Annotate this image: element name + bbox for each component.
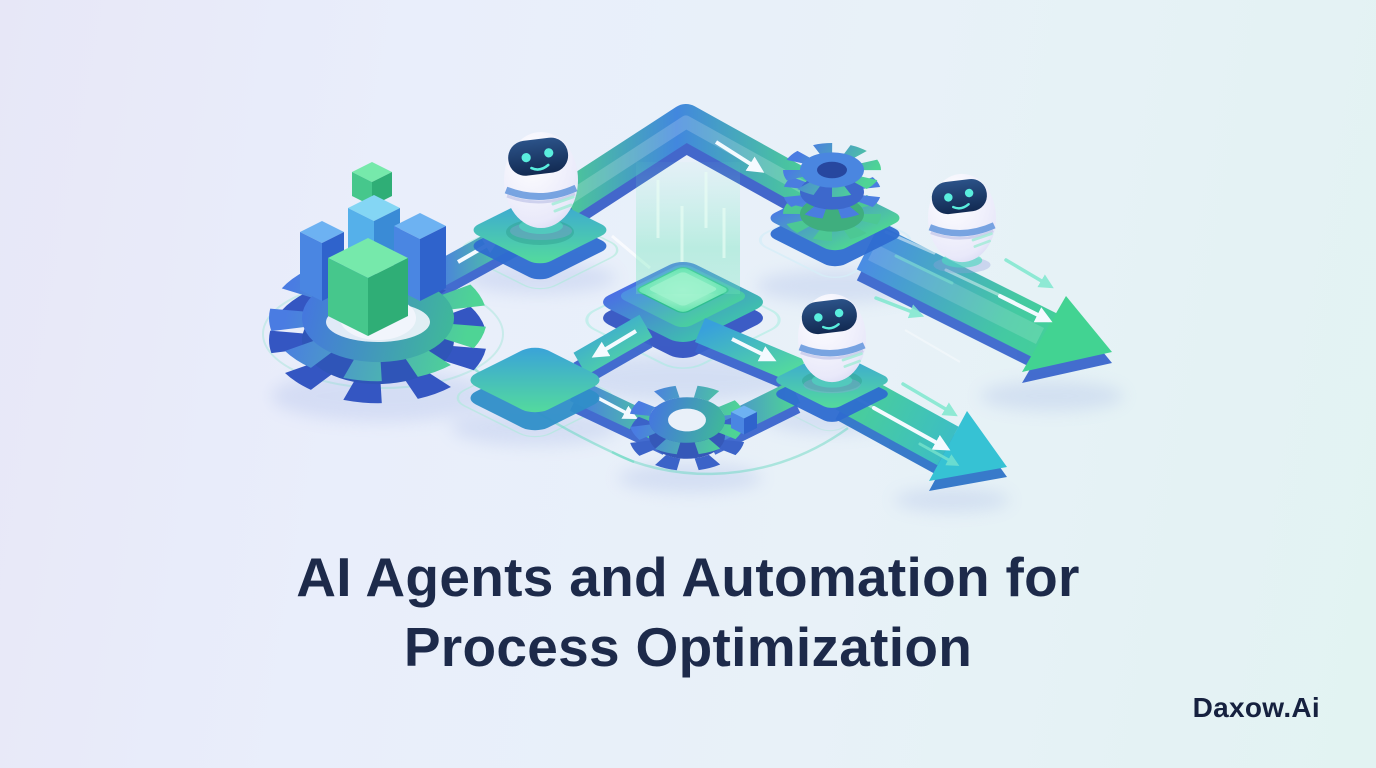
headline: AI Agents and Automation for Process Opt…: [0, 542, 1376, 682]
brand-logo: Daxow.Ai: [1192, 692, 1320, 723]
headline-line2: Process Optimization: [403, 616, 973, 678]
stacked-gears-icon: [770, 143, 900, 267]
data-cubes: [300, 162, 446, 336]
flow-ribbon-icon: [556, 104, 821, 228]
data-cube-icon: [731, 405, 757, 435]
big-flow-arrow-icon: [856, 224, 1112, 383]
gear-with-data-cubes-icon: [269, 162, 487, 404]
process-slab-icon: [470, 347, 600, 431]
motion-chevron-icon: [874, 258, 1054, 466]
headline-line1: AI Agents and Automation for: [296, 546, 1080, 608]
